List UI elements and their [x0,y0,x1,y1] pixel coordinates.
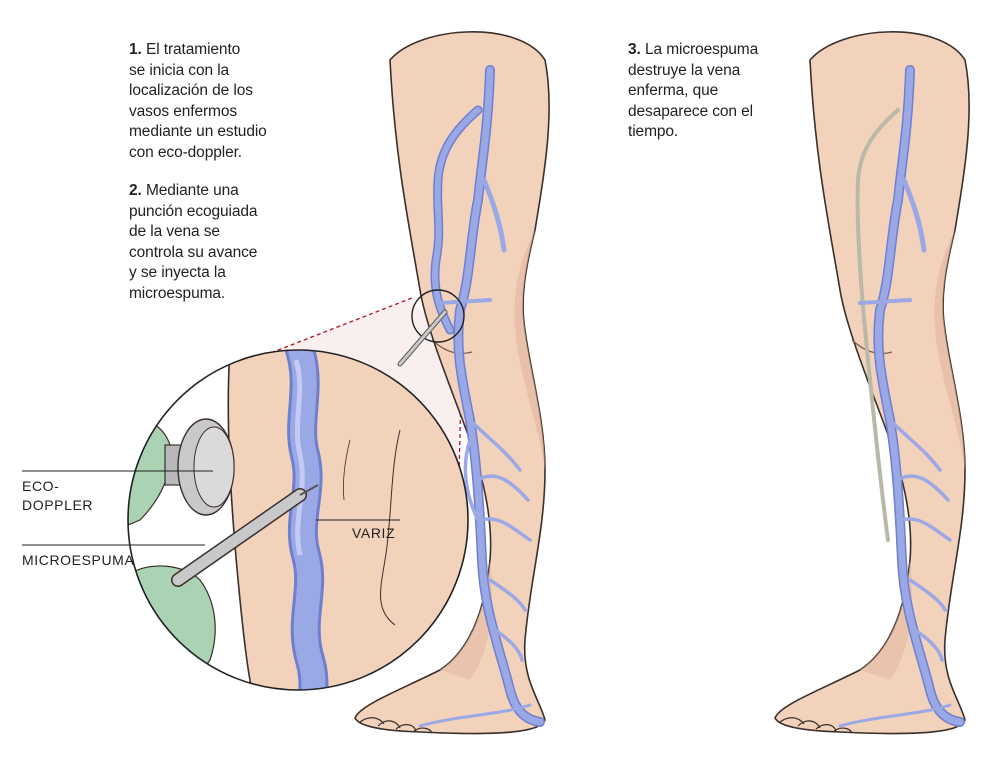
label-leaders [22,470,400,546]
step-3-text: 3. La microespuma destruye la vena enfer… [628,40,798,143]
target-circle [397,289,465,367]
step-1-text: 1. El tratamiento se inicia con la local… [129,40,319,163]
zoom-circle [127,349,469,691]
microespuma-label: MICROESPUMA [22,552,135,568]
step-2-text: 2. Mediante una punción ecoguiada de la … [129,181,319,304]
eco-doppler-label: ECO- DOPPLER [22,478,94,513]
step-2-number: 2. [129,182,142,199]
step-1-number: 1. [129,41,142,58]
leg-left [354,31,550,735]
veins-right [838,65,965,728]
step-3-number: 3. [628,41,641,58]
step-1-body: El tratamiento se inicia con la localiza… [129,41,267,161]
step-3-body: La microespuma destruye la vena enferma,… [628,41,759,140]
veins-left [418,65,545,728]
variz-label: VARIZ [352,525,396,541]
step-2-body: Mediante una punción ecoguiada de la ven… [129,182,258,302]
